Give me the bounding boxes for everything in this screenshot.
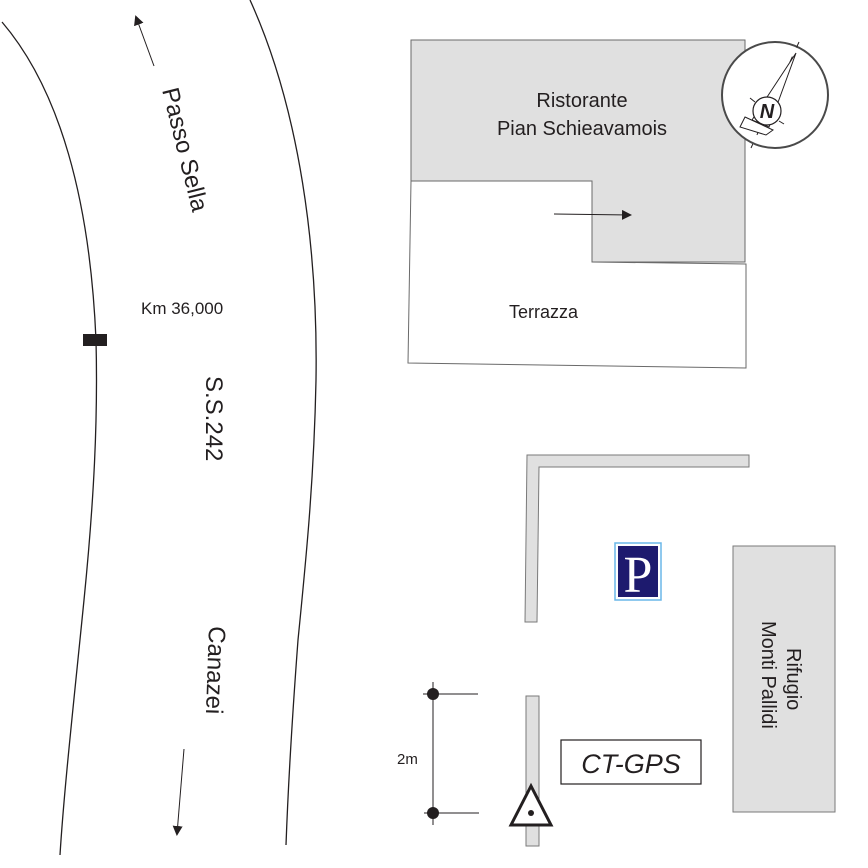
- terrace-label: Terrazza: [509, 302, 579, 322]
- scale-label: 2m: [397, 751, 418, 768]
- direction-north-label: Passo Sella: [156, 85, 213, 215]
- terrace-area: [407, 180, 747, 369]
- compass-north-letter: N: [760, 101, 775, 123]
- wall-l-shape: [524, 454, 750, 623]
- road-name-label: S.S.242: [200, 376, 227, 461]
- refuge-building: [732, 545, 836, 813]
- arrow-north-icon: [134, 15, 155, 67]
- station-label: CT-GPS: [581, 749, 681, 779]
- direction-south-label: Canazei: [200, 626, 230, 715]
- compass-icon: N: [721, 41, 829, 149]
- scale-bar: [423, 682, 479, 825]
- station-label-box: [560, 739, 702, 785]
- parking-sign: P: [614, 542, 662, 604]
- road-edge-left: [1, 21, 98, 856]
- refuge-label-line1: Rifugio: [782, 648, 804, 710]
- arrow-south-icon: [172, 748, 185, 836]
- km-marker-icon: [83, 334, 107, 346]
- restaurant-label-line2: Pian Schieavamois: [497, 118, 667, 140]
- refuge-label-line2: Monti Pallidi: [757, 621, 779, 729]
- restaurant-label-line1: Ristorante: [536, 90, 627, 112]
- road-edge-right: [249, 0, 317, 846]
- gps-station-marker-icon: [508, 782, 554, 827]
- entrance-arrow-icon: [553, 209, 632, 220]
- km-marker-label: Km 36,000: [141, 299, 223, 318]
- parking-symbol: P: [624, 547, 653, 604]
